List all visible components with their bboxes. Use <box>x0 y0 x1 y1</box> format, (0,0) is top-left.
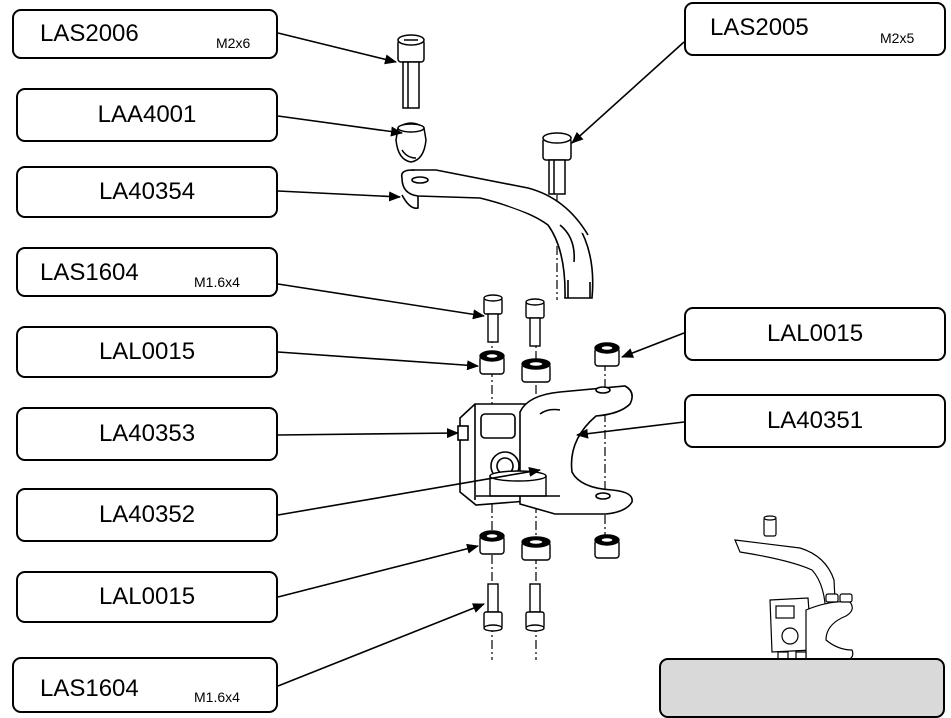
label-lal0015-left-bottom: LAL0015 <box>16 571 278 623</box>
ball-laa4001-part <box>395 122 427 163</box>
part-size: M1.6x4 <box>194 689 240 705</box>
arm-la40354-part <box>400 169 594 299</box>
part-size: M2x5 <box>880 30 915 46</box>
part-code: LA40351 <box>766 407 864 434</box>
part-code: LA40353 <box>98 420 196 447</box>
part-code: LA40354 <box>98 178 196 205</box>
part-code: LAL0015 <box>98 583 196 610</box>
part-code: LAA4001 <box>97 101 197 128</box>
part-code: LAS2005 <box>710 14 809 41</box>
screws-las1604-top-part <box>483 294 545 347</box>
label-las1604-bottom: LAS1604 M1.6x4 <box>12 657 278 713</box>
label-lal0015-right: LAL0015 <box>684 307 946 361</box>
bearings-lal0015-upper-part <box>479 342 620 383</box>
screws-las1604-bottom-part <box>483 583 545 632</box>
part-code: LAS1604 <box>40 259 139 286</box>
label-la40351: LA40351 <box>684 394 946 448</box>
label-la40352: LA40352 <box>16 488 278 542</box>
label-la40353: LA40353 <box>16 407 278 461</box>
part-code: LAL0015 <box>766 320 864 347</box>
fork-la40351-part <box>519 385 633 515</box>
label-las1604-top: LAS1604 M1.6x4 <box>16 247 278 297</box>
exploded-assembly-drawing <box>277 32 854 687</box>
part-code: LAL0015 <box>98 338 196 365</box>
label-lal0015-left-top: LAL0015 <box>16 326 278 378</box>
part-code: LAS1604 <box>40 675 139 702</box>
label-la40354: LA40354 <box>16 166 278 218</box>
label-las2006: LAS2006 M2x6 <box>12 9 278 59</box>
label-las2005: LAS2005 M2x5 <box>684 2 946 56</box>
part-code: LAS2006 <box>40 20 139 47</box>
part-size: M2x6 <box>216 35 251 51</box>
assembled-view-thumbnail <box>734 515 854 663</box>
leader-arrows <box>277 32 685 687</box>
screw-las2006-part <box>397 34 425 109</box>
screw-las2005-part <box>542 132 572 195</box>
grey-panel <box>659 658 945 718</box>
part-size: M1.6x4 <box>194 274 240 290</box>
label-laa4001: LAA4001 <box>16 88 278 142</box>
bearings-lal0015-lower-part <box>479 530 620 561</box>
part-code: LA40352 <box>98 501 196 528</box>
